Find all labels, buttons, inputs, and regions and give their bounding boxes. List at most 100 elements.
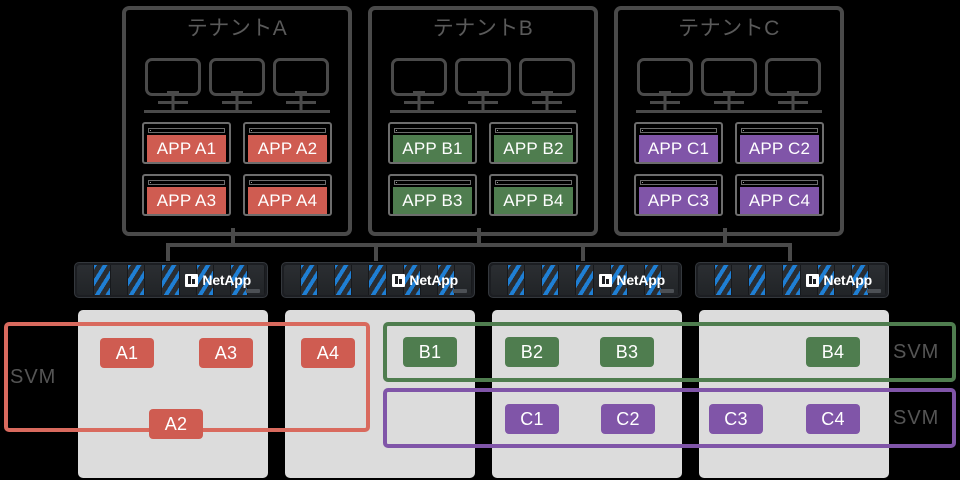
monitor-notch [231, 91, 243, 94]
app-label: APP A4 [248, 187, 327, 214]
app-window[interactable]: APP C4 [735, 174, 824, 216]
tenant-box-b[interactable]: テナントB [368, 6, 598, 236]
monitor-base [404, 101, 434, 104]
app-window[interactable]: APP B1 [388, 122, 477, 164]
tenant-box-a[interactable]: テナントA [122, 6, 352, 236]
monitor-group-c [636, 58, 822, 110]
app-window[interactable]: APP A3 [142, 174, 231, 216]
controller-chassis: NetApp [698, 265, 886, 295]
volume-chip[interactable]: C4 [806, 404, 860, 434]
monitor-neck [171, 96, 175, 102]
tenant-box-c[interactable]: テナントC [614, 6, 844, 236]
connector-drop-4 [788, 243, 792, 261]
monitor-stem [663, 103, 667, 110]
monitor-icon [765, 58, 821, 110]
monitor-notch [477, 91, 489, 94]
netapp-mark-icon [392, 273, 406, 287]
controller-tag [867, 289, 881, 293]
monitor-base [468, 101, 498, 104]
controller-chassis: NetApp [491, 265, 679, 295]
app-window[interactable]: APP A2 [243, 122, 332, 164]
app-label: APP C1 [639, 135, 718, 162]
svm-outline-b[interactable] [383, 322, 956, 382]
netapp-logo-icon: NetApp [392, 272, 458, 288]
connector-riser-tenant-a [231, 228, 235, 245]
netapp-mark-icon [806, 273, 820, 287]
app-grid-b: APP B1 APP B2 APP B3 APP B4 [388, 122, 578, 216]
monitor-notch [295, 91, 307, 94]
monitor-screen [145, 58, 201, 96]
volume-chip[interactable]: C3 [709, 404, 763, 434]
app-window[interactable]: APP C2 [735, 122, 824, 164]
svm-label-a: SVM [10, 365, 57, 388]
controller-tag [453, 289, 467, 293]
volume-chip[interactable]: B4 [806, 337, 860, 367]
monitor-screen [209, 58, 265, 96]
monitor-screen [391, 58, 447, 96]
app-label: APP A2 [248, 135, 327, 162]
app-window[interactable]: APP B3 [388, 174, 477, 216]
volume-chip[interactable]: A2 [149, 409, 203, 439]
volume-chip[interactable]: C1 [505, 404, 559, 434]
monitor-neck [545, 96, 549, 102]
app-window[interactable]: APP A4 [243, 174, 332, 216]
monitor-icon [391, 58, 447, 110]
monitor-neck [663, 96, 667, 102]
app-grid-a: APP A1 APP A2 APP A3 APP A4 [142, 122, 332, 216]
app-titlebar [495, 180, 572, 185]
app-titlebar [394, 128, 471, 133]
monitor-icon [209, 58, 265, 110]
netapp-controller[interactable]: NetApp [695, 262, 889, 298]
app-window[interactable]: APP A1 [142, 122, 231, 164]
monitor-neck [727, 96, 731, 102]
connector-drop-3 [581, 243, 585, 261]
app-window[interactable]: APP C1 [634, 122, 723, 164]
monitor-notch [413, 91, 425, 94]
app-titlebar [640, 128, 717, 133]
monitor-base [158, 101, 188, 104]
volume-chip[interactable]: B1 [403, 337, 457, 367]
volume-chip[interactable]: C2 [601, 404, 655, 434]
app-label: APP B1 [393, 135, 472, 162]
monitor-stem [171, 103, 175, 110]
monitor-neck [235, 96, 239, 102]
monitor-stem [727, 103, 731, 110]
connector-riser-tenant-c [723, 228, 727, 245]
connector-horizontal-bus [166, 243, 792, 247]
app-titlebar [148, 128, 225, 133]
netapp-controller[interactable]: NetApp [488, 262, 682, 298]
tenant-bus-line-a [144, 110, 330, 113]
monitor-stem [481, 103, 485, 110]
app-titlebar [249, 180, 326, 185]
monitor-base [714, 101, 744, 104]
netapp-controller[interactable]: NetApp [281, 262, 475, 298]
svm-label-b: SVM [893, 340, 940, 363]
tenant-bus-line-b [390, 110, 576, 113]
netapp-controller[interactable]: NetApp [74, 262, 268, 298]
app-window[interactable]: APP B2 [489, 122, 578, 164]
app-titlebar [394, 180, 471, 185]
monitor-stem [299, 103, 303, 110]
monitor-screen [455, 58, 511, 96]
monitor-icon [701, 58, 757, 110]
volume-chip[interactable]: A3 [199, 338, 253, 368]
volume-chip[interactable]: B3 [600, 337, 654, 367]
app-titlebar [495, 128, 572, 133]
volume-chip[interactable]: A1 [100, 338, 154, 368]
netapp-logo-icon: NetApp [806, 272, 872, 288]
tenant-title-b: テナントB [432, 17, 534, 40]
monitor-icon [455, 58, 511, 110]
svm-outline-c[interactable] [383, 388, 956, 448]
monitor-notch [787, 91, 799, 94]
monitor-notch [723, 91, 735, 94]
volume-chip[interactable]: B2 [505, 337, 559, 367]
app-window[interactable]: APP B4 [489, 174, 578, 216]
monitor-stem [545, 103, 549, 110]
app-label: APP C4 [740, 187, 819, 214]
app-window[interactable]: APP C3 [634, 174, 723, 216]
volume-chip[interactable]: A4 [301, 338, 355, 368]
monitor-base [778, 101, 808, 104]
connector-drop-2 [374, 243, 378, 261]
drive-bays [77, 265, 265, 295]
